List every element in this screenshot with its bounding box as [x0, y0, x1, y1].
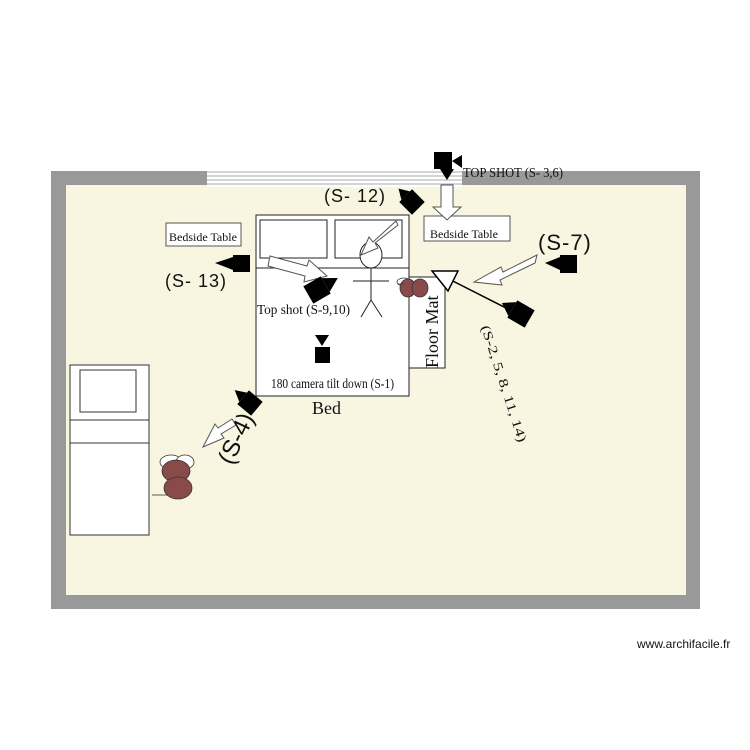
camera-s12 — [398, 188, 425, 215]
label-s7: (S-7) — [538, 230, 592, 255]
down-arrow-top-shot — [431, 184, 463, 221]
arrow-from-s7 — [472, 254, 538, 286]
camera-s7 — [545, 255, 577, 273]
label-s13: (S- 13) — [165, 271, 227, 291]
pillow-left — [259, 219, 328, 259]
camera-s13 — [215, 255, 250, 272]
bedside-table-right-label: Bedside Table — [430, 227, 498, 241]
arrow-to-bed-from-left — [267, 255, 329, 283]
arrow-from-s12 — [360, 220, 399, 256]
label-top-shot: TOP SHOT (S- 3,6) — [463, 166, 563, 181]
label-s12: (S- 12) — [324, 186, 386, 206]
bedside-table-right — [423, 215, 511, 242]
camera-top-shot-bed — [303, 276, 338, 304]
s-multi-arrowhead — [430, 270, 460, 293]
arrow-from-s4 — [201, 418, 237, 449]
camera-s4 — [234, 390, 263, 416]
camera-top-shot — [434, 152, 462, 180]
crib — [69, 364, 150, 536]
person-near-crib — [152, 454, 195, 500]
label-camera-180: 180 camera tilt down (S-1) — [271, 377, 394, 392]
label-bed: Bed — [312, 398, 341, 418]
window-opening — [207, 170, 462, 187]
floor-mat-label: Floor Mat — [422, 295, 442, 368]
bedside-table-left — [165, 222, 242, 247]
person-near-mat — [396, 277, 429, 298]
camera-180-tilt — [315, 335, 330, 363]
watermark-text: www.archifacile.fr — [637, 637, 731, 651]
camera-s-multi — [501, 300, 535, 328]
label-top-shot-bed: Top shot (S-9,10) — [257, 303, 350, 318]
bedside-table-left-label: Bedside Table — [169, 230, 237, 244]
